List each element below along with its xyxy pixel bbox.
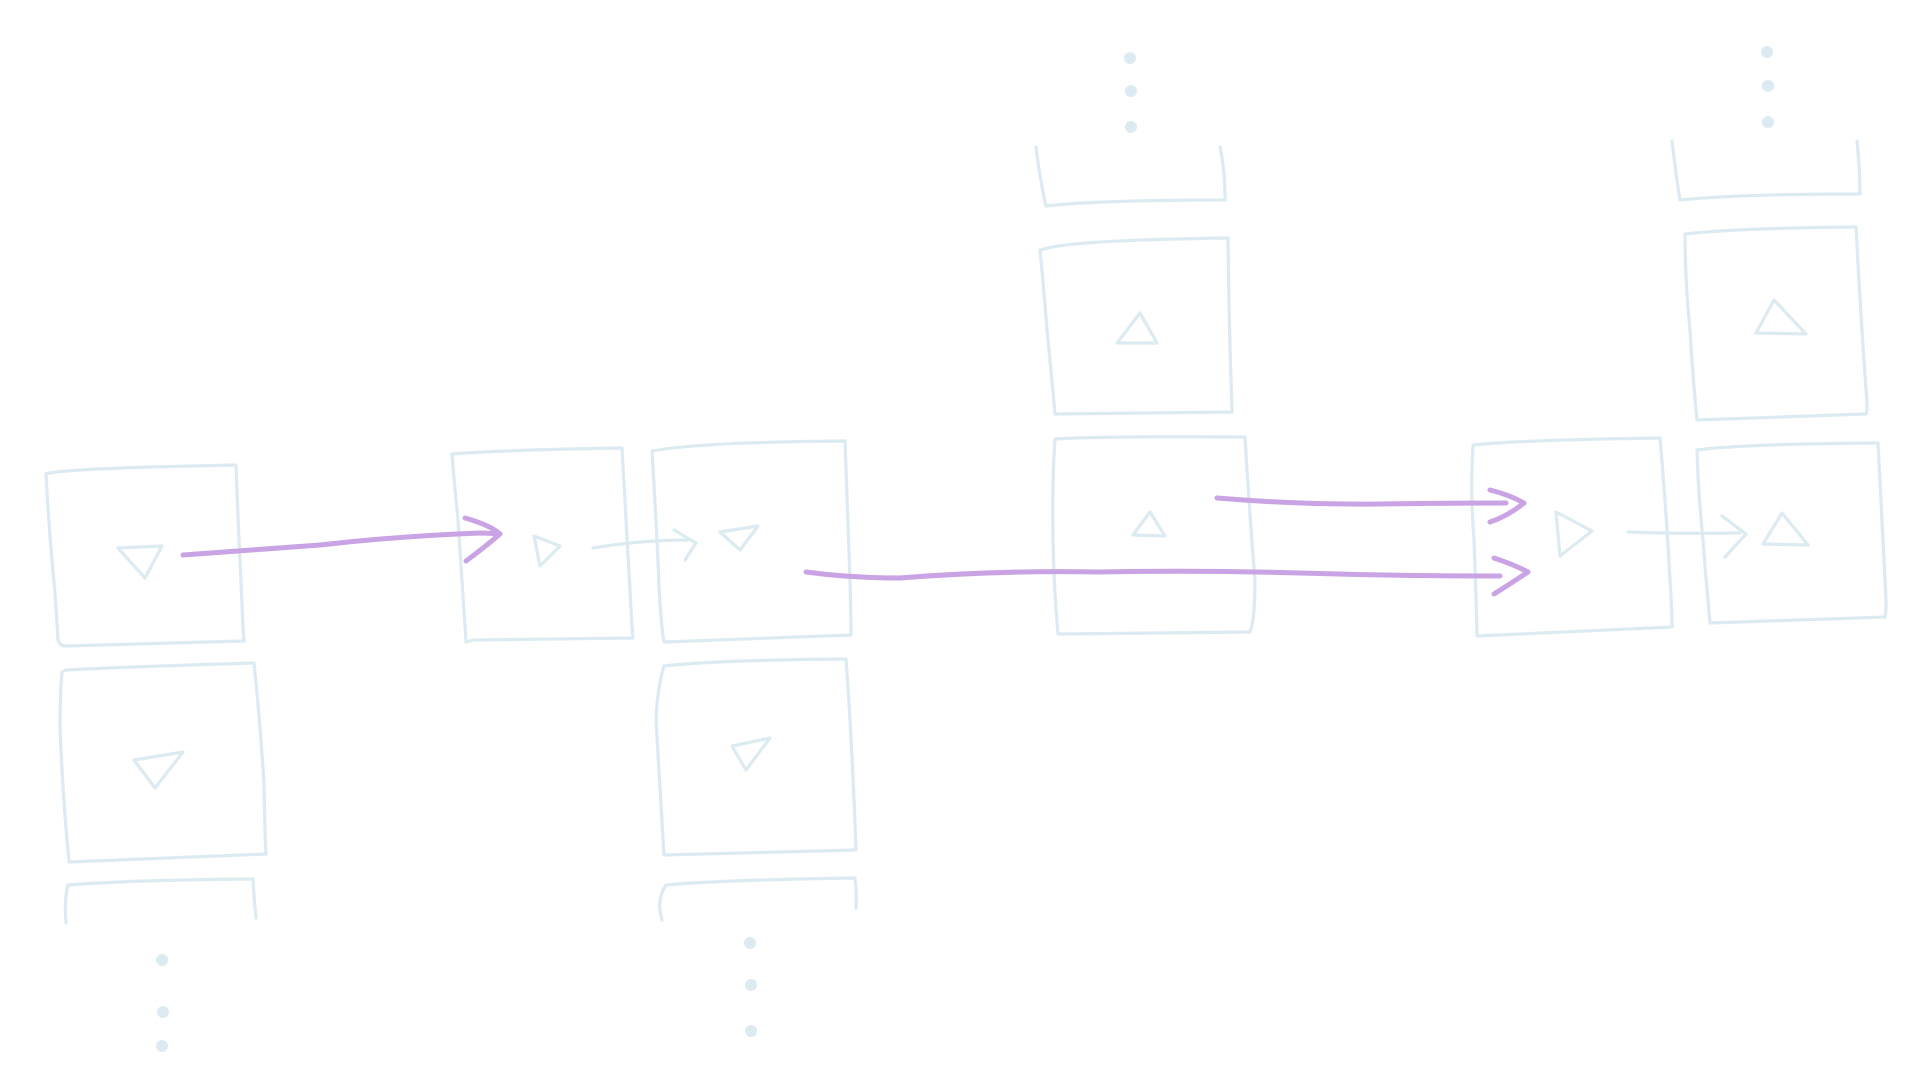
arrowhead	[462, 515, 503, 564]
cell-c6-b	[1695, 441, 1888, 625]
triangle-down-icon	[718, 524, 760, 552]
triangle-up-icon	[1115, 311, 1159, 345]
arrowhead	[1487, 487, 1527, 525]
cell-c2-a	[450, 446, 635, 644]
cell-c4-partial	[1034, 145, 1227, 208]
faint-arrow-head	[1720, 514, 1748, 559]
column-3	[650, 439, 858, 1037]
continuation-dot	[744, 937, 756, 949]
faint-arrow-line	[591, 538, 691, 550]
faint-arrow-line	[1626, 530, 1742, 535]
cell-c1-b	[58, 661, 268, 864]
triangle-down-icon	[132, 750, 185, 790]
continuation-dot	[1124, 52, 1136, 64]
continuation-dot	[1762, 80, 1774, 92]
column-2	[450, 446, 635, 644]
triangle-up-icon	[1754, 298, 1808, 336]
triangle-up-icon	[1131, 510, 1167, 538]
triangle-right-icon	[532, 534, 562, 568]
cell-c4-a	[1038, 236, 1234, 416]
cell-c1-a	[44, 463, 246, 648]
link-c4b-to-c5a	[1214, 495, 1509, 507]
column-6	[1670, 46, 1888, 625]
links	[180, 487, 1531, 597]
triangle-down-icon	[730, 736, 772, 772]
column-5	[1470, 436, 1674, 638]
cell-c3-a	[650, 439, 853, 644]
continuation-dot	[157, 1006, 169, 1018]
arrowhead	[1491, 555, 1531, 597]
continuation-dot	[1125, 85, 1137, 97]
link-c3a-to-c5a	[803, 568, 1503, 581]
cell-c4-b	[1051, 435, 1257, 636]
triangle-up-icon	[1761, 511, 1810, 547]
faint-connectors	[591, 514, 1748, 562]
continuation-dot	[156, 954, 168, 966]
column-1	[44, 463, 268, 1052]
faint-arrow-head	[672, 528, 698, 562]
cell-c5-a	[1470, 436, 1674, 638]
continuation-dot	[1761, 46, 1773, 58]
continuation-dot	[156, 1040, 168, 1052]
cell-c1-partial	[63, 877, 258, 925]
triangle-right-icon	[1554, 510, 1594, 558]
continuation-dot	[745, 979, 757, 991]
triangle-down-icon	[116, 544, 164, 580]
continuation-dot	[1125, 121, 1137, 133]
cell-c3-partial	[658, 876, 858, 922]
continuation-dot	[745, 1025, 757, 1037]
column-4	[1034, 52, 1257, 636]
continuation-dot	[1762, 116, 1774, 128]
cell-c6-a	[1683, 225, 1869, 422]
cell-c6-partial	[1670, 139, 1862, 202]
link-c1a-to-c2a	[180, 530, 499, 558]
cell-c3-b	[654, 657, 858, 857]
